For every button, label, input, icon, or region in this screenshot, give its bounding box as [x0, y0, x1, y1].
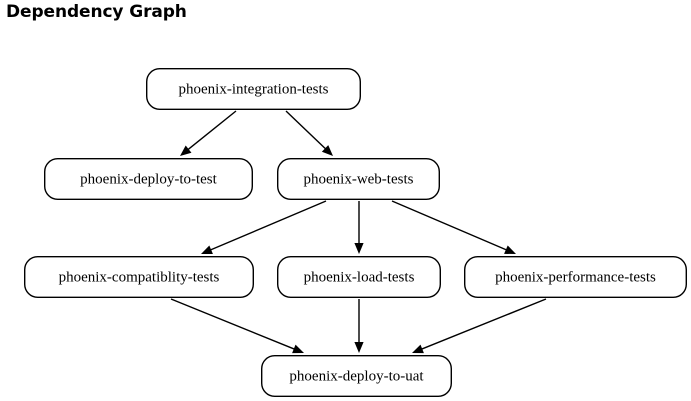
- nodes-layer: phoenix-integration-tests phoenix-deploy-…: [24, 67, 688, 398]
- node-label: phoenix-integration-tests: [179, 81, 329, 97]
- page-title: Dependency Graph: [6, 2, 187, 22]
- graph-edge: [180, 110, 237, 156]
- node-label: phoenix-deploy-to-test: [80, 171, 217, 187]
- graph-edge: [201, 200, 327, 254]
- node-shape[interactable]: [145, 67, 362, 110]
- graph-edge: [412, 298, 547, 354]
- edge-arrowhead-icon: [201, 245, 213, 254]
- edge-line: [186, 110, 237, 151]
- graph-edge: [354, 299, 364, 353]
- node-label: phoenix-web-tests: [304, 171, 414, 187]
- graph-node[interactable]: phoenix-web-tests: [277, 157, 441, 200]
- edge-line: [420, 298, 547, 351]
- edge-line: [170, 298, 296, 351]
- node-shape[interactable]: [277, 256, 442, 299]
- edge-arrowhead-icon: [504, 245, 516, 254]
- node-shape[interactable]: [464, 256, 688, 299]
- edges-layer: [170, 110, 547, 354]
- graph-edge: [170, 298, 304, 354]
- graph-node[interactable]: phoenix-deploy-to-test: [44, 157, 254, 200]
- edge-line: [209, 200, 327, 251]
- graph-edge: [391, 200, 516, 254]
- edge-arrowhead-icon: [292, 344, 304, 354]
- node-label: phoenix-compatiblity-tests: [59, 269, 220, 285]
- node-shape[interactable]: [261, 355, 453, 398]
- graph-node[interactable]: phoenix-integration-tests: [145, 67, 362, 110]
- node-label: phoenix-load-tests: [304, 269, 415, 285]
- node-shape[interactable]: [277, 157, 441, 200]
- graph-edge: [354, 201, 364, 254]
- edge-arrowhead-icon: [180, 145, 192, 156]
- graph-node[interactable]: phoenix-load-tests: [277, 256, 442, 299]
- node-shape[interactable]: [44, 157, 254, 200]
- edge-arrowhead-icon: [354, 342, 364, 353]
- edge-line: [285, 110, 327, 150]
- graph-node[interactable]: phoenix-deploy-to-uat: [261, 355, 453, 398]
- edge-arrowhead-icon: [412, 344, 424, 354]
- edge-arrowhead-icon: [354, 243, 364, 254]
- graph-node[interactable]: phoenix-compatiblity-tests: [24, 256, 255, 299]
- node-label: phoenix-deploy-to-uat: [289, 368, 424, 384]
- node-label: phoenix-performance-tests: [495, 269, 656, 285]
- graph-node[interactable]: phoenix-performance-tests: [464, 256, 688, 299]
- node-shape[interactable]: [24, 256, 255, 299]
- edge-arrowhead-icon: [321, 145, 333, 156]
- edge-line: [391, 200, 508, 251]
- graph-edge: [285, 110, 333, 156]
